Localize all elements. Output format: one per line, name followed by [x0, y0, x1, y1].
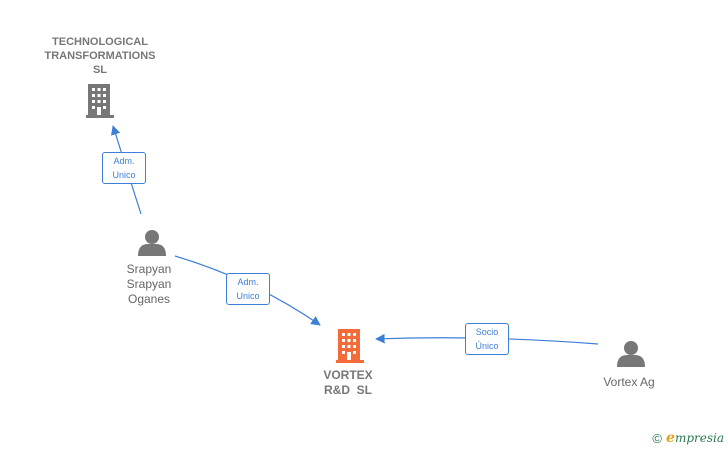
- watermark: © empresia: [652, 430, 724, 446]
- person-icon[interactable]: [138, 230, 166, 256]
- node-label-line: SL: [92, 64, 108, 76]
- edge-label-line: Unico: [112, 170, 136, 180]
- edge-label-socio-unico[interactable]: Socio Único: [465, 323, 509, 355]
- building-icon-main[interactable]: [336, 329, 364, 363]
- node-label-line: Srapyan: [126, 277, 172, 291]
- node-label-tech[interactable]: TECHNOLOGICAL TRANSFORMATIONS SL: [30, 35, 170, 77]
- node-label-line: R&D SL: [324, 383, 372, 397]
- edge-label-adm-unico-vortex[interactable]: Adm. Unico: [226, 273, 270, 305]
- node-label-line: TECHNOLOGICAL: [52, 36, 148, 48]
- copyright-icon: ©: [652, 430, 663, 446]
- node-label-vortex-ag[interactable]: Vortex Ag: [584, 375, 674, 390]
- edge-label-line: Adm.: [113, 156, 135, 166]
- node-label-line: VORTEX: [323, 368, 373, 382]
- edge-label-line: Unico: [236, 291, 260, 301]
- building-icon[interactable]: [86, 84, 114, 118]
- edge-label-line: Adm.: [237, 277, 259, 287]
- node-label-line: Oganes: [127, 292, 171, 306]
- node-label-line: Vortex Ag: [603, 375, 655, 389]
- node-label-srapyan[interactable]: Srapyan Srapyan Oganes: [104, 262, 194, 307]
- edge-label-adm-unico-tech[interactable]: Adm. Unico: [102, 152, 146, 184]
- edge-label-line: Único: [475, 341, 499, 351]
- person-icon[interactable]: [617, 341, 645, 367]
- node-label-line: Srapyan: [126, 262, 172, 276]
- empresia-logo: empresia: [666, 430, 724, 446]
- node-label-line: TRANSFORMATIONS: [44, 50, 156, 62]
- edge-label-line: Socio: [475, 327, 499, 337]
- node-label-vortex-rd[interactable]: VORTEX R&D SL: [298, 368, 398, 398]
